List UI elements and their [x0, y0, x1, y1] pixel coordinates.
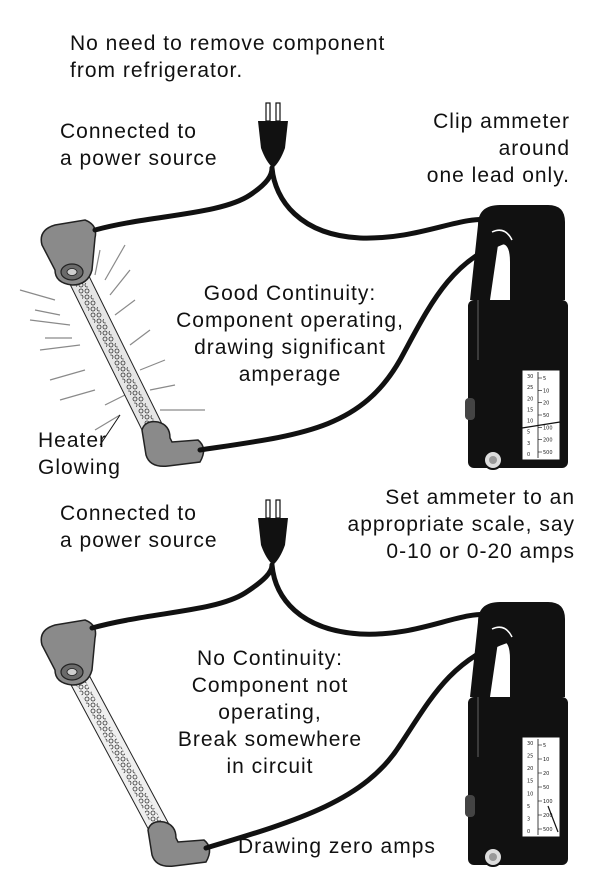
- upper-scale-right-tick: 10: [543, 388, 549, 394]
- lower-scale-left-tick: 25: [527, 754, 533, 760]
- upper-scale-right-tick: 5: [543, 376, 546, 382]
- top-note: No need to remove component from refrige…: [70, 32, 386, 82]
- zero-amps-label: Drawing zero amps: [238, 835, 436, 858]
- lower-scale-left-tick: 0: [527, 829, 530, 835]
- heater-end-cap-top: [40, 219, 97, 286]
- upper-meter-needle: [521, 421, 561, 429]
- lower-scale-right-tick: 50: [543, 785, 549, 791]
- lower-power-plug: [258, 499, 288, 565]
- lower-scale-left-tick: 15: [527, 779, 533, 785]
- upper-power-label: Connected to a power source: [60, 120, 218, 170]
- upper-scale-left-tick: 15: [527, 407, 533, 413]
- heater-end-cap-bottom-lower: [147, 820, 211, 868]
- upper-scale-left-tick: 25: [527, 385, 533, 391]
- lower-clamp-ammeter: [465, 602, 568, 867]
- heater-glow-rays: [19, 244, 205, 431]
- lower-power-label: Connected to a power source: [60, 502, 218, 552]
- lower-scale-left-tick: 30: [527, 741, 533, 747]
- heater-end-cap-top-lower: [40, 619, 97, 686]
- upper-status-label: Good Continuity: Component operating, dr…: [176, 282, 404, 386]
- lower-power-cord: [89, 562, 511, 851]
- lower-scale-label: Set ammeter to an appropriate scale, say…: [347, 486, 575, 563]
- lower-scale-right-tick: 20: [543, 771, 549, 777]
- upper-scale-right-tick: 50: [543, 413, 549, 419]
- lower-scale-left-tick: 20: [527, 766, 533, 772]
- lower-meter-needle: [547, 805, 559, 833]
- lower-scale-right-tick: 5: [543, 743, 546, 749]
- lower-scale-left-tick: 10: [527, 791, 533, 797]
- upper-scale-left-tick: 5: [527, 430, 530, 436]
- heater-end-cap-bottom: [141, 420, 205, 468]
- upper-scale-left-tick: 0: [527, 452, 530, 458]
- upper-scale-right-tick: 100: [543, 425, 553, 431]
- upper-clamp-ammeter: [465, 205, 568, 470]
- lower-scale-left-tick: 5: [527, 804, 530, 810]
- lower-scale-right-tick: 10: [543, 757, 549, 763]
- heater-label-pointer: [99, 414, 121, 446]
- lower-scale-right-tick: 200: [543, 813, 553, 819]
- upper-scale-right-tick: 20: [543, 401, 549, 407]
- upper-power-cord: [92, 165, 511, 453]
- upper-scene: [19, 102, 568, 470]
- upper-clip-label: Clip ammeter around one lead only.: [426, 110, 570, 187]
- upper-scale-right-tick: 500: [543, 450, 553, 456]
- lower-scale-right-tick: 500: [543, 827, 553, 833]
- heater-element-dark: [61, 661, 173, 837]
- upper-scale-left-tick: 3: [527, 441, 530, 447]
- lower-scale-left-tick: 3: [527, 816, 530, 822]
- upper-scale-left-tick: 30: [527, 374, 533, 380]
- heater-glowing-label: Heater Glowing: [38, 429, 121, 479]
- upper-scale-left-tick: 20: [527, 396, 533, 402]
- lower-scale-right-tick: 100: [543, 799, 553, 805]
- upper-power-plug: [258, 102, 288, 168]
- lower-status-label: No Continuity: Component not operating, …: [177, 647, 363, 778]
- lower-scene: [40, 499, 568, 868]
- upper-scale-left-tick: 10: [527, 419, 533, 425]
- upper-scale-right-tick: 200: [543, 438, 553, 444]
